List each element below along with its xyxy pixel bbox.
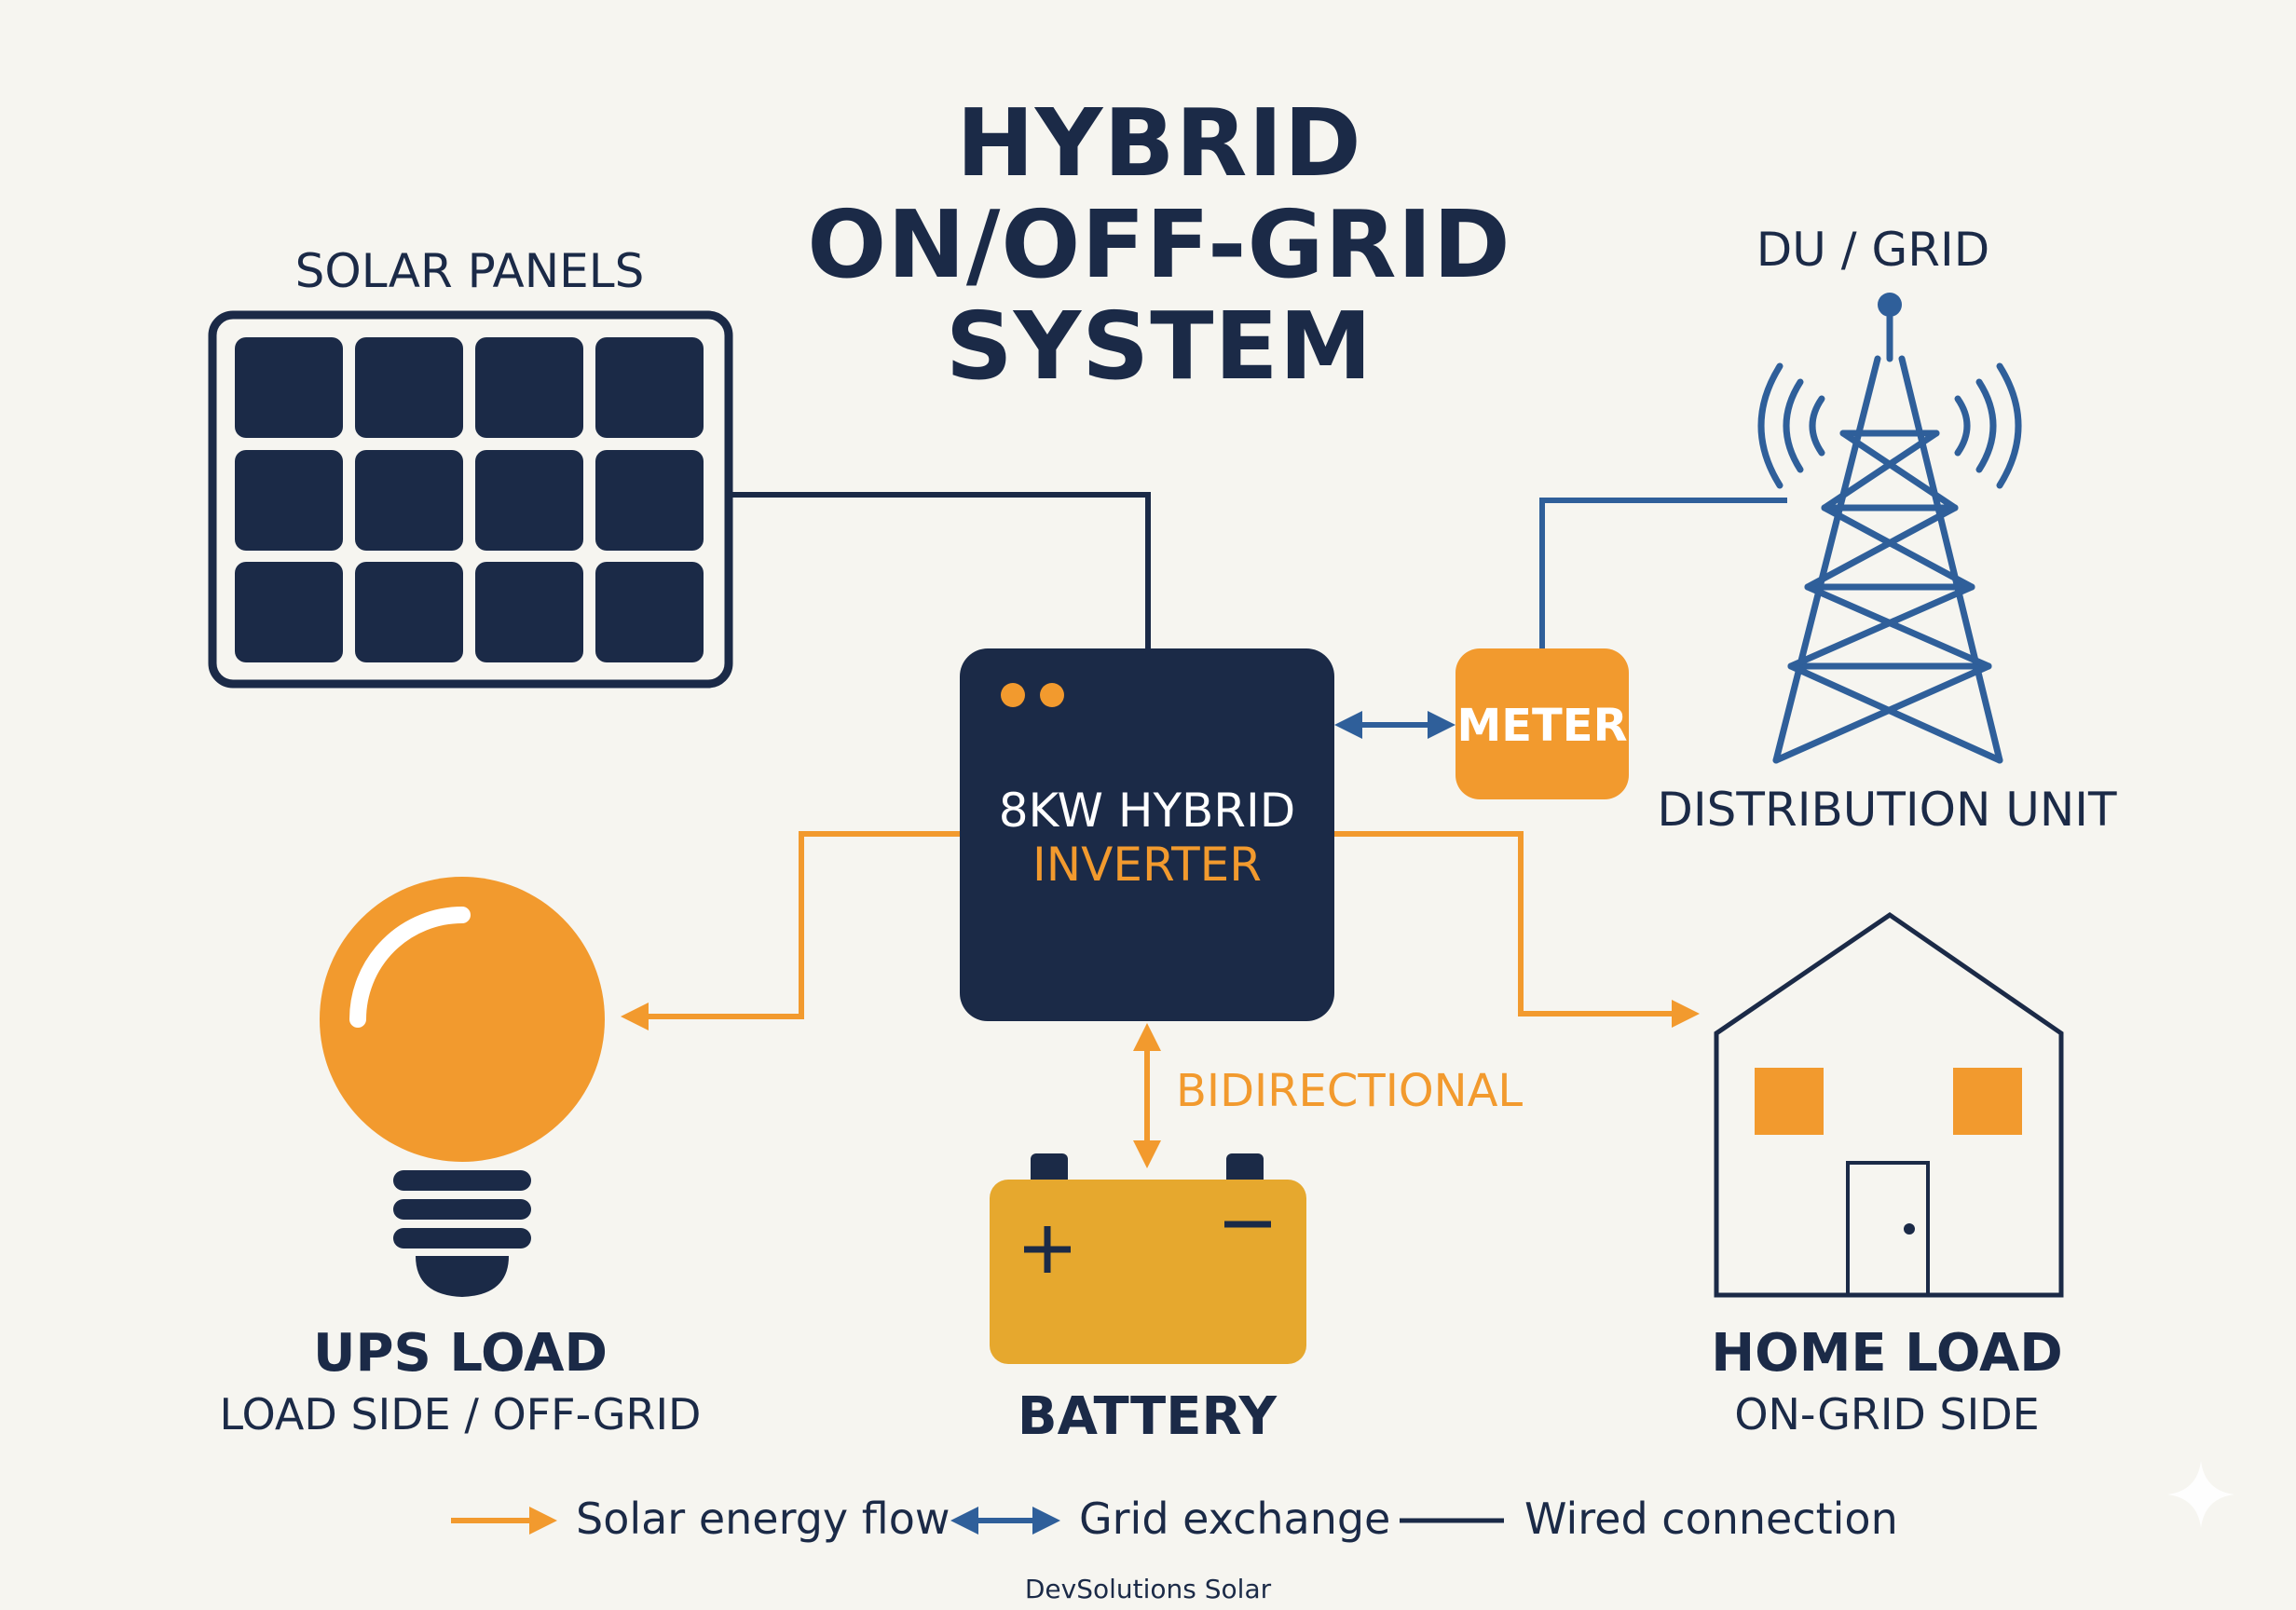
solar-to-inverter-wire: [732, 492, 1151, 648]
inverter-to-home-flow-arrow: [1334, 831, 1700, 1028]
battery-icon: [990, 1153, 1306, 1364]
solar-panel-icon: [208, 310, 733, 689]
light-bulb-icon: [320, 877, 605, 1297]
solar-panel-cell: [355, 450, 463, 551]
distribution-unit-label: DISTRIBUTION UNIT: [1657, 783, 2117, 837]
ups-load-title: UPS LOAD: [313, 1323, 608, 1384]
grid-top-label: DU / GRID: [1756, 223, 1990, 277]
ups-load-subtitle: LOAD SIDE / OFF-GRID: [219, 1389, 702, 1439]
legend-grid-exchange-label: Grid exchange: [1079, 1494, 1391, 1544]
solar-panel-cell: [475, 562, 583, 662]
solar-panel-cell: [235, 562, 343, 662]
sparkle-icon: [2167, 1461, 2234, 1528]
grid-to-meter-line: [1539, 498, 1787, 648]
inverter-label-line-2: INVERTER: [1032, 838, 1262, 892]
house-icon: [1714, 911, 2064, 1298]
title-line-1: HYBRID: [956, 89, 1362, 198]
solar-panel-cell: [595, 450, 704, 551]
home-load-title: HOME LOAD: [1711, 1323, 2063, 1384]
solar-panel-cell: [355, 562, 463, 662]
transmission-tower-icon: [1757, 293, 2022, 764]
bidirectional-label: BIDIRECTIONAL: [1176, 1065, 1524, 1117]
solar-panel-cell: [595, 562, 704, 662]
inverter-to-ups-flow-arrow: [621, 831, 960, 1030]
solar-panels-label: SOLAR PANELS: [294, 244, 645, 298]
solar-panel-cell: [475, 337, 583, 438]
meter-box: [1456, 648, 1629, 799]
home-load-subtitle: ON-GRID SIDE: [1734, 1389, 2040, 1439]
solar-panel-cell: [235, 450, 343, 551]
title-line-3: SYSTEM: [945, 292, 1374, 401]
solar-panel-cell: [355, 337, 463, 438]
legend-wired-connection-label: Wired connection: [1524, 1494, 1898, 1544]
solar-panel-cell: [235, 337, 343, 438]
title-line-2: ON/OFF-GRID: [807, 190, 1511, 299]
inverter-box: [960, 648, 1334, 1021]
footer-brand: DevSolutions Solar: [1024, 1574, 1272, 1604]
solar-panel-cell: [475, 450, 583, 551]
battery-title: BATTERY: [1017, 1386, 1278, 1447]
meter-label: METER: [1456, 700, 1628, 752]
inverter-label-line-1: 8KW HYBRID: [998, 784, 1296, 838]
legend-solar-flow-label: Solar energy flow: [576, 1494, 950, 1544]
solar-panel-cell: [595, 337, 704, 438]
